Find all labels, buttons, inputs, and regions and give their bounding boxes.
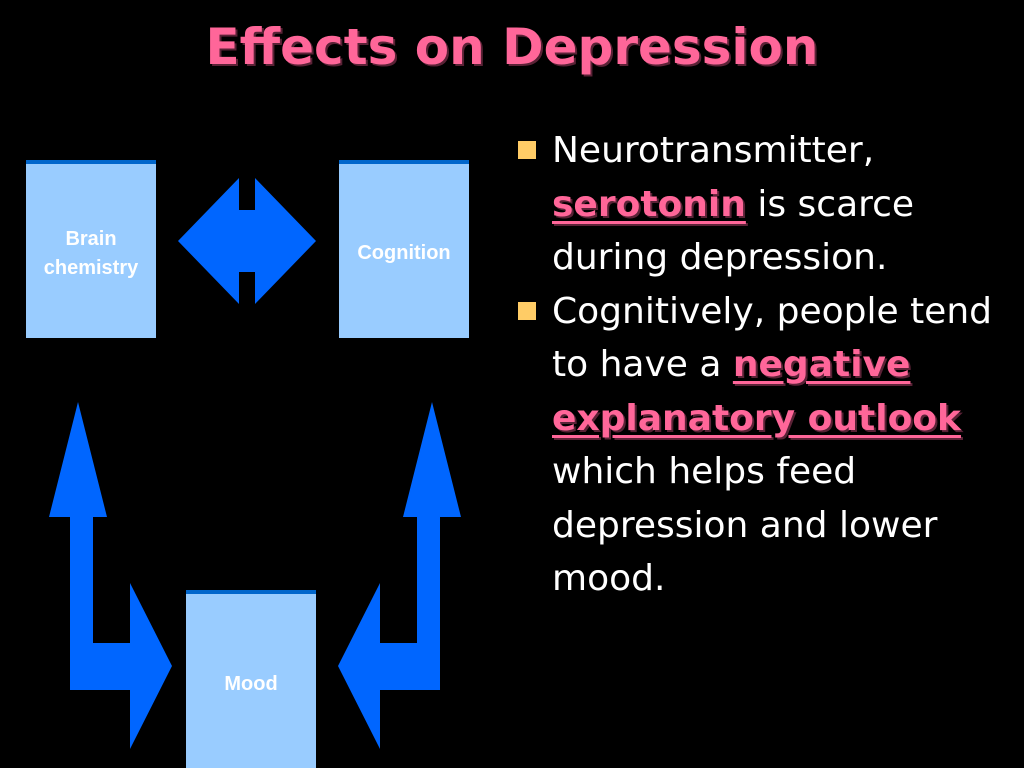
brain-mood-arrow (49, 402, 172, 749)
cognition-mood-arrow (338, 402, 461, 749)
square-bullet-icon (518, 141, 536, 159)
highlight-term: negative explanatory outlook (552, 344, 961, 439)
bullet-item: Cognitively, people tend to have a negat… (514, 285, 1019, 606)
bullet-list: Neurotransmitter, serotonin is scarce du… (514, 124, 1019, 606)
brain-chemistry-label-line2: chemistry (43, 257, 139, 279)
brain-chemistry-box: Brain chemistry (26, 160, 156, 338)
bullet-text: Cognitively, people tend to have a (552, 290, 992, 386)
bullet-item: Neurotransmitter, serotonin is scarce du… (514, 124, 1019, 285)
highlight-term: serotonin (552, 183, 746, 225)
brain-chemistry-label-line1: Brain (65, 228, 117, 250)
bullet-text: is scarce during depression. (552, 183, 915, 279)
mood-box: Mood (186, 590, 316, 768)
bullet-text: which helps feed depression and lower mo… (552, 451, 938, 599)
cognition-box: Cognition (339, 160, 469, 338)
brain-cognition-arrow (178, 178, 316, 304)
cognition-label: Cognition (357, 242, 451, 264)
mood-label: Mood (224, 673, 278, 695)
square-bullet-icon (518, 301, 536, 320)
slide-title: Effects on Depression (205, 18, 819, 76)
bullet-text: Neurotransmitter, (552, 130, 875, 171)
